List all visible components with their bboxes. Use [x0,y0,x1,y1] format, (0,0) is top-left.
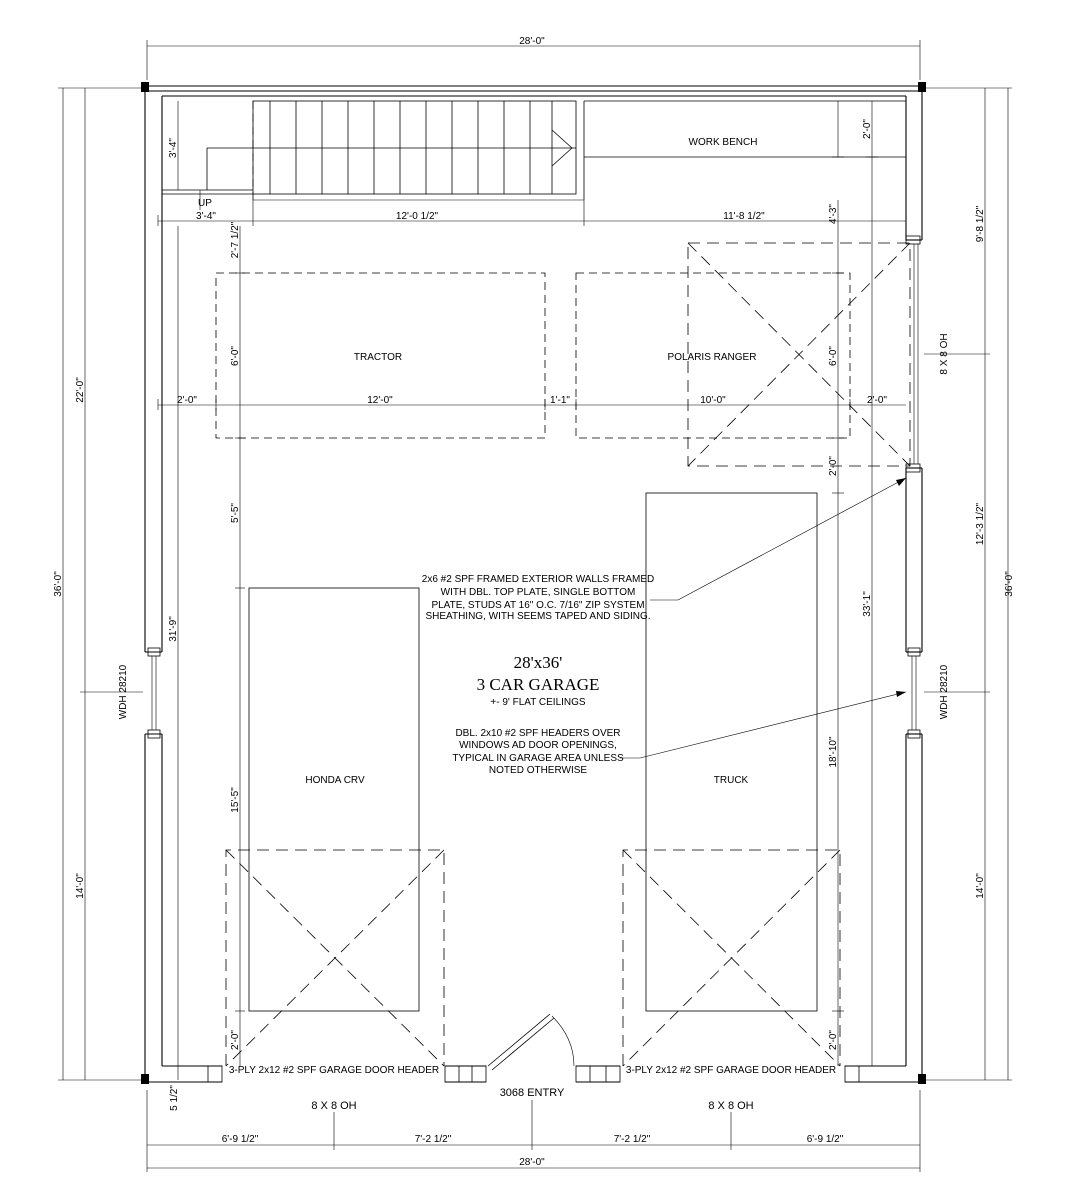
left-upper-dim: 22'-0" [75,377,86,403]
ceiling-note: +- 9' FLAT CEILINGS [490,697,586,708]
tractor-width-dim: 12'-0" [367,395,393,406]
south-left-overhead-door [225,849,445,1067]
wall-framing-note: 2x6 #2 SPF FRAMED EXTERIOR WALLS FRAMED … [422,477,907,622]
work-bench-label: WORK BENCH [689,137,758,148]
polaris-label: POLARIS RANGER [668,352,757,363]
exterior-walls [141,82,926,1084]
stair-run-dim: 12'-0 1/2" [396,211,439,222]
right-window-label: WDH 28210 [939,664,950,719]
truck-clear-dim: 2'-0" [828,456,839,476]
entry-door [487,1013,575,1071]
wall-note-line-3: PLATE, STUDS AT 16" O.C. 7/16" ZIP SYSTE… [431,600,644,611]
header-note-line-1: DBL. 2x10 #2 SPF HEADERS OVER [455,728,620,739]
east-overhead-door [687,242,911,467]
between-vehicles-dim: 1'-1" [550,395,570,406]
work-bench: WORK BENCH [583,100,906,200]
inner-left-height-dim: 31'-9" [168,616,179,642]
truck-length-dim: 18'-10" [828,736,839,767]
left-door-size: 8 X 8 OH [311,1100,356,1112]
stair-up-label: UP [198,198,212,209]
corner-offset-dim: 5 1/2" [169,1085,180,1111]
truck-label: TRUCK [714,775,749,786]
right-door-header-label: 3-PLY 2x12 #2 SPF GARAGE DOOR HEADER [626,1065,836,1076]
right-middle-dim: 12'-3 1/2" [975,502,986,545]
landing-depth-dim: 3'-4" [168,138,179,158]
garage-name: 3 CAR GARAGE [477,675,600,694]
left-overall-dim: 36'-0" [53,571,64,597]
honda-label: HONDA CRV [305,775,365,786]
tractor-label: TRACTOR [354,352,402,363]
right-dimensions: 9'-8 1/2" 12'-3 1/2" 14'-0" 36'-0" 8 X 8… [924,87,1015,1081]
top-dimension: 28'-0" [146,36,921,80]
right-clear-dim: 2'-0" [867,395,887,406]
header-note-line-3: TYPICAL IN GARAGE AREA UNLESS [452,753,624,764]
right-lower-dim: 14'-0" [975,873,986,899]
bench-depth-dim: 2'-0" [862,119,873,139]
ranger-depth-dim: 6'-0" [828,346,839,366]
right-upper-dim: 9'-8 1/2" [975,205,986,242]
left-window-label: WDH 28210 [118,664,129,719]
polaris-ranger-parking: POLARIS RANGER [575,272,851,439]
truck-parking: TRUCK [645,492,818,1012]
tractor-depth-dim: 6'-0" [230,346,241,366]
east-door-size: 8 X 8 OH [939,333,950,374]
bottom-overall-dim: 28'-0" [519,1157,545,1168]
top-overall-dim: 28'-0" [519,36,545,47]
to-tractor-dim: 2'-7 1/2" [230,221,241,258]
garage-size: 28'x36' [514,653,563,672]
bottom-dim-4: 6'-9 1/2" [807,1134,844,1145]
right-door-size: 8 X 8 OH [708,1100,753,1112]
garage-title: 28'x36' 3 CAR GARAGE +- 9' FLAT CEILINGS [477,653,600,708]
tractor-parking: TRACTOR [215,272,546,439]
bottom-dim-2: 7'-2 1/2" [415,1134,452,1145]
landing-width-dim: 3'-4" [196,211,216,222]
to-crv-dim: 5'-5" [230,503,241,523]
inner-right-height-dim: 33'-1" [862,591,873,617]
crv-length-dim: 15'-5" [230,787,241,813]
interior-dimensions: 3'-4" 12'-0 1/2" 11'-8 1/2" 2'-0" 12'-0"… [157,200,906,410]
wall-note-line-4: SHEATHING, WITH SEEMS TAPED AND SIDING. [425,611,650,622]
bottom-dimensions: 6'-9 1/2" 7'-2 1/2" 7'-2 1/2" 6'-9 1/2" … [146,1090,921,1172]
left-lower-dim: 14'-0" [75,873,86,899]
bottom-dim-1: 6'-9 1/2" [222,1134,259,1145]
header-note-line-4: NOTED OTHERWISE [489,765,587,776]
bottom-dim-3: 7'-2 1/2" [614,1134,651,1145]
south-right-overhead-door [622,849,841,1067]
left-dimensions: 36'-0" 22'-0" 14'-0" WDH 28210 [53,87,143,1081]
bench-clear-dim: 4'-3" [828,204,839,224]
interior-vertical-right: 4'-3" 6'-0" 2'-0" 18'-10" 2'-0" 2'-0" 33… [828,101,878,1067]
left-clear-dim: 2'-0" [177,395,197,406]
wall-note-line-1: 2x6 #2 SPF FRAMED EXTERIOR WALLS FRAMED [422,574,654,585]
staircase: UP [162,100,584,210]
wall-note-line-2: WITH DBL. TOP PLATE, SINGLE BOTTOM [441,587,636,598]
interior-vertical-left: 3'-4" 31'-9" 2'-7 1/2" 6'-0" 5'-5" 15'-5… [168,101,245,1080]
right-overall-dim: 36'-0" [1004,571,1015,597]
left-door-header-label: 3-PLY 2x12 #2 SPF GARAGE DOOR HEADER [229,1065,439,1076]
honda-crv-parking: HONDA CRV [248,587,420,1012]
bench-offset-dim: 11'-8 1/2" [723,211,765,222]
ranger-width-dim: 10'-0" [700,395,726,406]
right-door-clear-dim: 2'-0" [828,1030,839,1050]
left-door-clear-dim: 2'-0" [230,1030,241,1050]
entry-door-size: 3068 ENTRY [500,1087,565,1099]
header-note: DBL. 2x10 #2 SPF HEADERS OVER WINDOWS AD… [452,691,907,776]
header-note-line-2: WINDOWS AD DOOR OPENINGS, [459,740,617,751]
